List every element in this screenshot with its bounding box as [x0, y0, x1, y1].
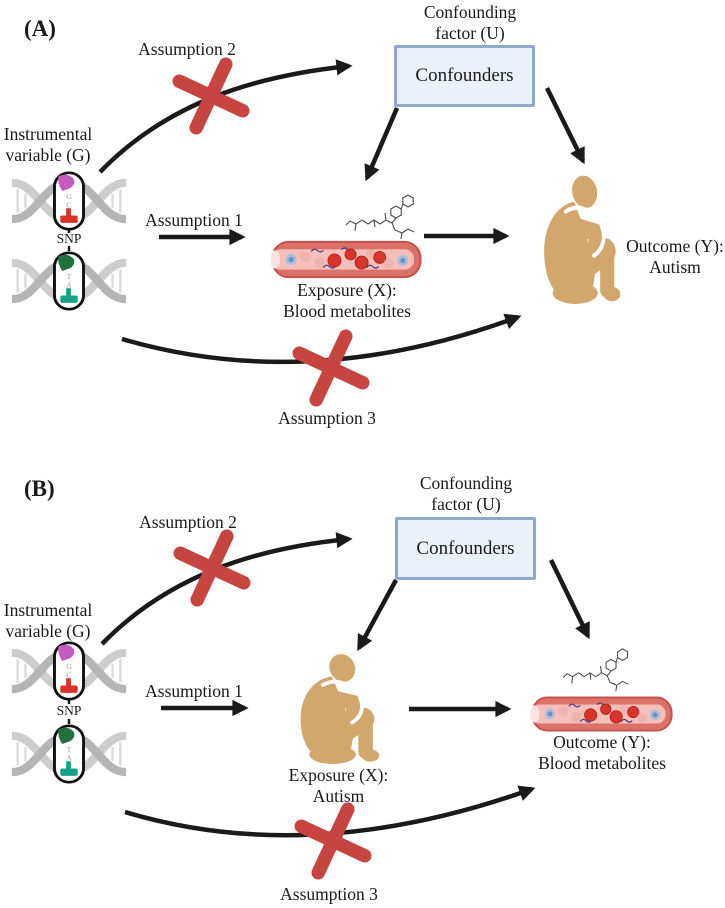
- instrumental-variable-label-a: Instrumental variable (G): [3, 124, 93, 165]
- arrow-confounders-to-outcome-b: [548, 559, 591, 640]
- snp-allele-top: [58, 644, 75, 661]
- metabolite-squiggles: [568, 702, 633, 723]
- chemical-structure-icon: [345, 194, 415, 240]
- confounders-box-label-a: Confounders: [415, 65, 514, 86]
- panel-a-label: (A): [24, 16, 56, 41]
- dna-helix-snp-icon: T A: [11, 251, 127, 311]
- exposure-label-a: Exposure (X): Blood metabolites: [283, 280, 411, 321]
- blood-vessel-icon: [530, 696, 673, 732]
- snp-base-top: T: [67, 272, 72, 281]
- exposure-label-b: Exposure (X): Autism: [288, 765, 389, 806]
- assumption3-label-a: Assumption 3: [278, 408, 376, 428]
- assumption1-label-b: Assumption 1: [145, 681, 243, 701]
- blood-cells: [544, 703, 661, 724]
- confounders-box-b: Confounders: [395, 517, 536, 580]
- blood-cells: [285, 248, 409, 270]
- snp-label-a: SNP: [56, 231, 82, 246]
- dna-helix-snp-icon: G C: [11, 171, 127, 231]
- instrumental-variable-label-b: Instrumental variable (G): [3, 600, 93, 641]
- assumption3-label-b: Assumption 3: [280, 884, 378, 904]
- assumption2-cross-icon-a: [172, 57, 250, 135]
- confounding-factor-label-b: Confounding factor (U): [419, 473, 513, 514]
- assumption2-label-a: Assumption 2: [138, 39, 236, 59]
- snp-base-bottom: C: [66, 201, 71, 210]
- snp-base-bottom: C: [66, 671, 71, 680]
- dna-helix-snp-icon: T A: [11, 724, 127, 784]
- arrow-confounders-to-exposure-a: [364, 107, 400, 182]
- outcome-label-a: Outcome (Y): Autism: [626, 236, 724, 277]
- chemical-structure-icon: [562, 648, 629, 692]
- snp-base-bottom: A: [66, 281, 72, 290]
- blood-vessel-icon: [271, 240, 422, 279]
- assumption1-label-a: Assumption 1: [145, 210, 243, 230]
- assumption3-cross-icon-b: [294, 802, 372, 880]
- snp-base-top: G: [66, 662, 72, 671]
- snp-allele-top: [58, 727, 75, 744]
- snp-allele-top: [58, 254, 75, 271]
- assumption3-cross-icon-a: [292, 329, 370, 407]
- snp-allele-top: [58, 174, 75, 191]
- metabolite-squiggles: [310, 247, 380, 269]
- snp-label-b: SNP: [56, 703, 82, 718]
- outcome-label-b: Outcome (Y): Blood metabolites: [538, 732, 666, 773]
- hunched-person-icon: [300, 654, 380, 764]
- dna-helix-snp-icon: G C: [11, 641, 127, 701]
- arrow-confounders-to-exposure-b: [357, 578, 398, 652]
- panel-b-label: (B): [24, 476, 55, 501]
- assumption2-label-b: Assumption 2: [139, 512, 237, 532]
- confounders-box-a: Confounders: [394, 45, 535, 107]
- snp-base-top: G: [66, 192, 72, 201]
- snp-base-top: T: [67, 745, 72, 754]
- assumption2-cross-icon-b: [173, 529, 251, 607]
- hunched-person-icon: [544, 175, 621, 304]
- snp-base-bottom: A: [66, 754, 72, 763]
- confounding-factor-label-a: Confounding factor (U): [423, 2, 517, 43]
- confounders-box-label-b: Confounders: [416, 537, 515, 559]
- arrow-confounders-to-outcome-a: [544, 87, 586, 165]
- arrow-g-to-outcome-a: [121, 313, 522, 365]
